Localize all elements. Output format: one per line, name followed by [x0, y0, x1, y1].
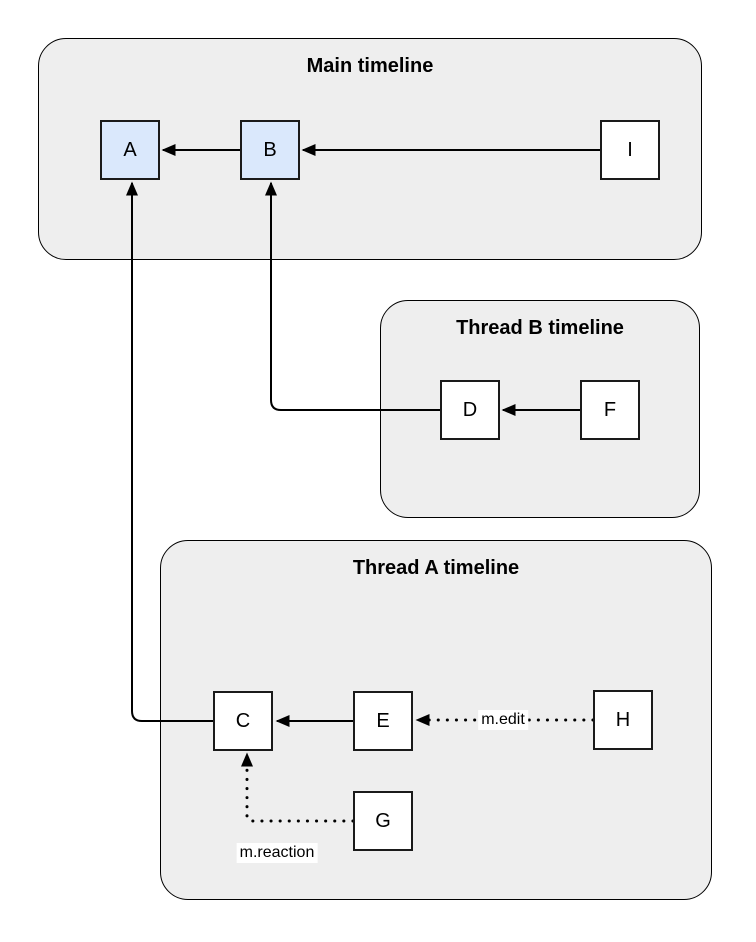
node-b: B	[240, 120, 300, 180]
node-label: C	[235, 709, 251, 732]
node-c: C	[213, 691, 273, 751]
node-label: B	[263, 138, 277, 161]
container-title: Thread B timeline	[456, 317, 624, 339]
node-label: F	[603, 398, 617, 421]
container-thread-b-timeline: Thread B timeline	[380, 300, 700, 518]
node-g: G	[353, 791, 413, 851]
container-title: Thread A timeline	[352, 557, 520, 579]
container-title: Main timeline	[306, 55, 434, 77]
edge-label-m-edit: m.edit	[478, 710, 528, 730]
edge-label-m-reaction: m.reaction	[236, 843, 318, 863]
node-label: G	[375, 809, 391, 832]
node-label: E	[376, 709, 390, 732]
node-label: A	[123, 138, 137, 161]
node-f: F	[580, 380, 640, 440]
node-d: D	[440, 380, 500, 440]
node-i: I	[600, 120, 660, 180]
node-label: D	[462, 398, 478, 421]
node-h: H	[593, 690, 653, 750]
node-label: I	[627, 138, 633, 161]
node-a: A	[100, 120, 160, 180]
node-e: E	[353, 691, 413, 751]
node-label: H	[615, 708, 631, 731]
